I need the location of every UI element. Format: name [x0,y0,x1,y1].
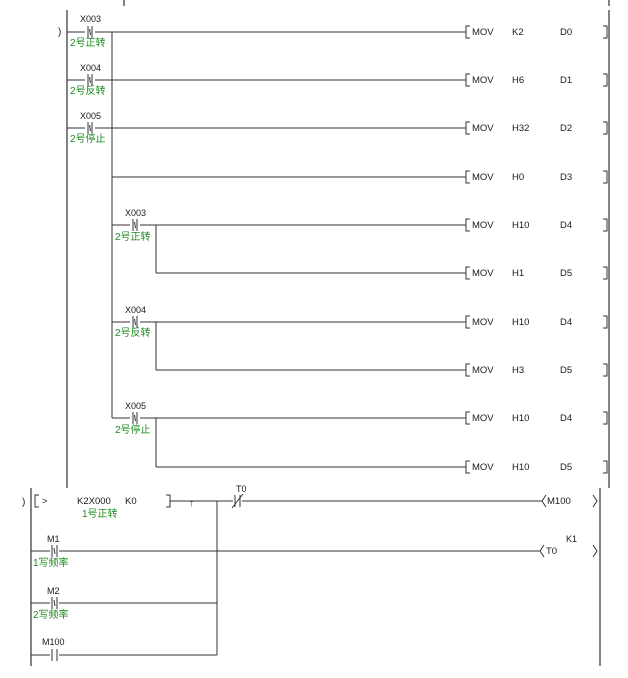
step-marker: ) [22,497,25,508]
contact-comment: 2号正转 [70,36,106,49]
instruction-op: MOV [472,462,494,473]
no-contact-icon[interactable] [132,316,138,328]
instruction-src: H6 [512,75,524,86]
no-contact-icon[interactable] [132,412,138,424]
compare-operand1: K2X000 [77,496,111,507]
instruction-op: MOV [472,27,494,38]
instruction-op: MOV [472,268,494,279]
no-contact-icon[interactable] [132,219,138,231]
contact-address: M2 [47,586,60,596]
instruction-op: MOV [472,123,494,134]
instruction-src: H32 [512,123,529,134]
contact-address: X005 [80,111,101,121]
instruction-bracket-left [465,25,470,39]
nc-contact-address: T0 [236,484,247,494]
no-contact-icon[interactable] [51,649,58,661]
contact-comment: 2号反转 [70,84,106,97]
instruction-dst: D5 [560,462,572,473]
timer-coil-bracket-left [539,544,545,558]
contact-comment: 2号停止 [115,423,151,436]
pulse-contact-icon[interactable]: ↑ [189,498,194,509]
instruction-dst: D4 [560,413,572,424]
rung-5: X003 2号正转 MOV H10 D4 [112,208,608,243]
rung-10: MOV H10 D5 [156,460,608,474]
compare-comment: 1号正转 [82,507,118,520]
compare-rung: > K2X000 K0 1号正转 ↑ T0 M100 [34,484,598,520]
instruction-src: H0 [512,172,524,183]
instruction-dst: D5 [560,268,572,279]
instruction-op: MOV [472,413,494,424]
nc-contact-icon[interactable] [231,493,244,509]
instruction-src: H1 [512,268,524,279]
rung-1: X003 2号正转 MOV K2 D0 [67,14,608,49]
rung-4: MOV H0 D3 [112,170,608,184]
rung-9: X005 2号停止 MOV H10 D4 [112,401,608,436]
contact-address: X005 [125,401,146,411]
contact-comment: 2号停止 [70,132,106,145]
no-contact-icon[interactable] [87,26,93,38]
contact-address: M1 [47,534,60,544]
instruction-dst: D1 [560,75,572,86]
rung-6: MOV H1 D5 [156,266,608,280]
m1-rung: M1 1写频率 T0 K1 [31,534,598,569]
contact-address: M100 [42,637,65,647]
instruction-dst: D4 [560,220,572,231]
contact-comment: 1写频率 [33,556,69,569]
compare-bracket-right [166,494,171,508]
timer-coil-bracket-right [592,544,598,558]
instruction-op: MOV [472,317,494,328]
instruction-src: H3 [512,365,524,376]
contact-address: X004 [125,305,146,315]
compare-bracket-left [34,494,39,508]
instruction-op: MOV [472,220,494,231]
instruction-src: H10 [512,220,529,231]
contact-comment: 2号反转 [115,326,151,339]
contact-address: X003 [80,14,101,24]
instruction-src: H10 [512,462,529,473]
rung-2: X004 2号反转 MOV H6 D1 [67,63,608,97]
rung-8: MOV H3 D5 [156,363,608,377]
instruction-bracket-right [603,25,608,39]
instruction-src: H10 [512,317,529,328]
compare-operand2: K0 [125,496,137,507]
rung-7: X004 2号反转 MOV H10 D4 [112,305,608,339]
instruction-dst: D2 [560,123,572,134]
coil-bracket-right [592,494,598,508]
coil-name: M100 [547,496,571,507]
instruction-dst: D4 [560,317,572,328]
m2-rung: M2 2写频率 [31,586,217,621]
instruction-op: MOV [472,172,494,183]
no-contact-icon[interactable] [51,545,58,557]
rung-3: X005 2号停止 MOV H32 D2 [67,111,608,145]
contact-address: X004 [80,63,101,73]
instruction-dst: D0 [560,27,572,38]
compare-operator: > [42,496,48,507]
no-contact-icon[interactable] [87,74,93,86]
no-contact-icon[interactable] [87,122,93,134]
instruction-op: MOV [472,365,494,376]
instruction-src: K2 [512,27,524,38]
timer-setting: K1 [566,534,577,544]
instruction-dst: D3 [560,172,572,183]
step-marker: ) [58,27,61,38]
contact-comment: 2号正转 [115,230,151,243]
instruction-dst: D5 [560,365,572,376]
contact-address: X003 [125,208,146,218]
timer-coil-name: T0 [546,546,557,557]
pulse-arrow-icon: ↑ [189,498,194,509]
m100-rung: M100 [31,637,217,661]
instruction-src: H10 [512,413,529,424]
contact-comment: 2写频率 [33,608,69,621]
coil-bracket-left [541,494,547,508]
no-contact-icon[interactable] [51,597,58,609]
instruction-op: MOV [472,75,494,86]
